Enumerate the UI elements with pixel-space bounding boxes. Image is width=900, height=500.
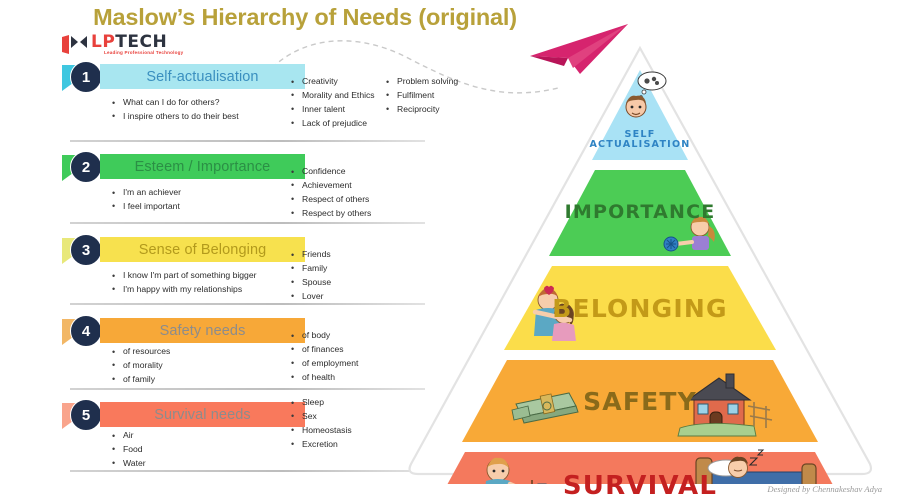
list-item: Water xyxy=(112,456,146,470)
logo-tagline: Leading Professional Technology xyxy=(104,50,184,55)
house-icon xyxy=(677,373,773,437)
lptech-logo: LPTECH Leading Professional Technology xyxy=(60,32,210,62)
list-item: Friends xyxy=(291,248,331,262)
tier-badge-4: 4 xyxy=(70,315,102,347)
paper-plane-icon xyxy=(530,24,628,74)
tier-bullets-mid-3: Friends Family Spouse Lover xyxy=(291,248,331,304)
list-item: Fulfilment xyxy=(386,88,458,102)
tier-bullets-mid-1: Creativity Morality and Ethics Inner tal… xyxy=(291,75,375,131)
list-item: of family xyxy=(112,372,170,386)
list-item: of morality xyxy=(112,358,170,372)
designer-credit: Designed by Chennakeshav Adya xyxy=(767,484,882,494)
list-item: Homeostasis xyxy=(291,423,352,437)
pyramid-label-belonging: BELONGING xyxy=(404,294,876,323)
list-item: What can I do for others? xyxy=(112,96,239,110)
list-item: Creativity xyxy=(291,75,375,89)
tier-separator-5 xyxy=(70,470,425,472)
tier-bullets-left-3: I know I'm part of something bigger I'm … xyxy=(112,269,256,297)
money-stack-icon xyxy=(511,392,579,424)
pyramid-label-importance: IMPORTANCE xyxy=(404,201,876,223)
list-item: I feel important xyxy=(112,199,181,213)
list-item: I'm an achiever xyxy=(112,186,181,200)
list-item: Problem solving xyxy=(386,75,458,89)
list-item: Achievement xyxy=(291,178,371,192)
list-item: Reciprocity xyxy=(386,102,458,116)
pyramid-shapes xyxy=(408,45,873,500)
tier-badge-1: 1 xyxy=(70,61,102,93)
list-item: of health xyxy=(291,370,358,384)
list-item: Sleep xyxy=(291,396,352,410)
tier-label-3: Sense of Belonging xyxy=(100,237,305,262)
tier-bullets-left-4: of resources of morality of family xyxy=(112,345,170,387)
logo-mark-icon xyxy=(62,35,87,54)
logo-word-tech: TECH xyxy=(115,32,168,52)
list-item: Morality and Ethics xyxy=(291,88,375,102)
list-item: I know I'm part of something bigger xyxy=(112,269,256,283)
list-item: Respect by others xyxy=(291,206,371,220)
maslow-pyramid: SELF ACTUALISATION IMPORTANCE BELONGING … xyxy=(404,44,876,500)
list-item: Spouse xyxy=(291,275,331,289)
list-item: Inner talent xyxy=(291,102,375,116)
list-item: of finances xyxy=(291,342,358,356)
tier-badge-3: 3 xyxy=(70,234,102,266)
logo-word-lp: LP xyxy=(91,32,116,52)
tier-label-4: Safety needs xyxy=(100,318,305,343)
pyramid-level-importance xyxy=(549,170,731,256)
pyramid-label-text: SURVIVAL xyxy=(562,471,718,500)
list-item: Air xyxy=(112,429,146,443)
list-item: Lover xyxy=(291,289,331,303)
list-item: of resources xyxy=(112,345,170,359)
girl-with-trophy-icon xyxy=(663,216,715,252)
tier-separator-4 xyxy=(70,388,425,390)
tier-separator-1 xyxy=(70,140,425,142)
pyramid-label-safety: SAFETY xyxy=(404,387,876,416)
pyramid-label-survival: SURVIVAL xyxy=(404,471,876,500)
tier-separator-2 xyxy=(70,222,425,224)
list-item: Confidence xyxy=(291,165,371,179)
list-item: Food xyxy=(112,442,146,456)
pyramid-label-self-actualisation: SELF ACTUALISATION xyxy=(404,129,876,151)
list-item: of employment xyxy=(291,356,358,370)
list-item: Family xyxy=(291,261,331,275)
list-item: Lack of prejudice xyxy=(291,116,375,130)
list-item: Sex xyxy=(291,409,352,423)
tier-bullets-left-1: What can I do for others? I inspire othe… xyxy=(112,96,239,124)
couple-hugging-icon xyxy=(532,285,576,341)
list-item: Excretion xyxy=(291,437,352,451)
list-item: of body xyxy=(291,329,358,343)
logo-wordmark: LPTECH xyxy=(91,32,167,52)
thinking-person-icon xyxy=(625,95,647,118)
list-item: I'm happy with my relationships xyxy=(112,282,256,296)
pyramid-label-text: IMPORTANCE xyxy=(564,201,716,223)
list-item: Respect of others xyxy=(291,192,371,206)
tier-bullets-right-1: Problem solving Fulfilment Reciprocity xyxy=(386,75,458,117)
dashed-trail-icon xyxy=(265,40,559,94)
tier-bullets-mid-4: of body of finances of employment of hea… xyxy=(291,329,358,385)
thought-bubble-icon xyxy=(637,71,667,99)
tier-bullets-mid-5: Sleep Sex Homeostasis Excretion xyxy=(291,396,352,452)
tier-bullets-left-5: Air Food Water xyxy=(112,429,146,471)
tier-label-1: Self-actualisation xyxy=(100,64,305,89)
pyramid-label-line-1: SELF xyxy=(624,129,656,140)
list-item: I inspire others to do their best xyxy=(112,109,239,123)
tier-bullets-left-2: I'm an achiever I feel important xyxy=(112,186,181,214)
tier-label-2: Esteem / Importance xyxy=(100,154,305,179)
tier-bullets-mid-2: Confidence Achievement Respect of others… xyxy=(291,165,371,221)
tier-label-5: Survival needs xyxy=(100,402,305,427)
page-title: Maslow’s Hierarchy of Needs (original) xyxy=(93,4,517,30)
pyramid-label-text: SAFETY xyxy=(583,387,697,416)
pyramid-label-line-2: ACTUALISATION xyxy=(589,139,691,151)
tier-separator-3 xyxy=(70,303,425,305)
tier-badge-2: 2 xyxy=(70,151,102,183)
pyramid-label-text: BELONGING xyxy=(552,294,728,323)
tier-badge-5: 5 xyxy=(70,399,102,431)
